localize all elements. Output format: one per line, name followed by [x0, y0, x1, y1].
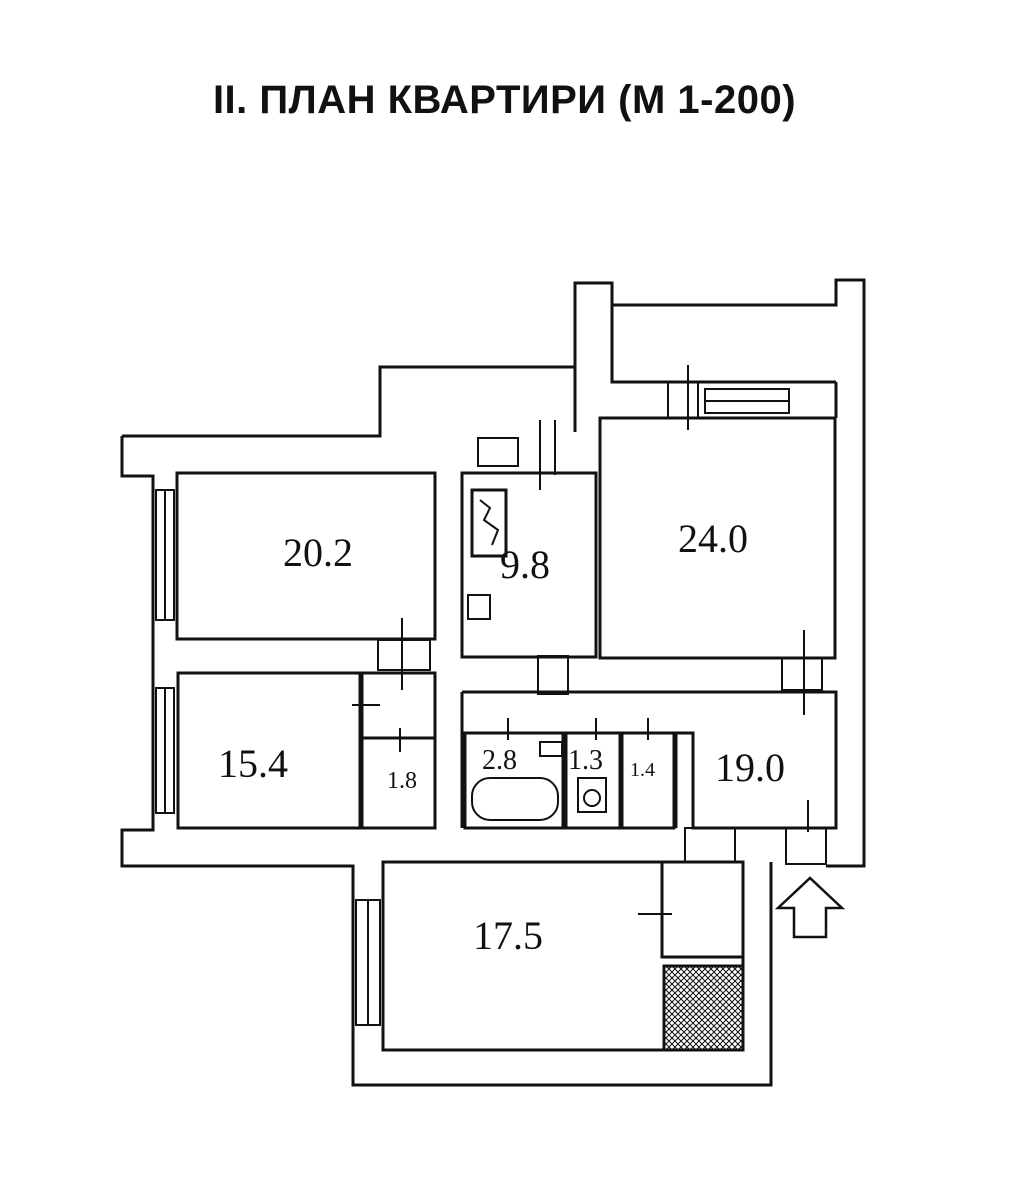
room-label: 15.4 [218, 741, 288, 786]
room-label: 1.4 [630, 759, 655, 781]
hatched-area [662, 964, 745, 1052]
room-label: 20.2 [283, 530, 353, 575]
doors [352, 365, 827, 915]
outer-walls [120, 278, 866, 1087]
room-24-0-outline [598, 416, 837, 660]
windows [155, 388, 790, 1026]
closet-17-5 [660, 860, 745, 959]
room-label: 2.8 [482, 745, 517, 776]
room-label: 24.0 [678, 516, 748, 561]
bathtub-icon [471, 777, 559, 821]
room-label: 9.8 [500, 542, 550, 587]
plan-title: II. ПЛАН КВАРТИРИ (М 1-200) [212, 78, 797, 122]
room-15-4-outline [176, 671, 362, 830]
entrance-arrow-icon [774, 876, 846, 939]
room-1-8-outline [360, 671, 437, 830]
sink-icon [467, 594, 491, 620]
room-9-8-outline [460, 471, 598, 659]
toilet-icon [577, 777, 607, 813]
room-label: 1.3 [568, 745, 603, 776]
room-label: 1.8 [387, 768, 417, 794]
stove-icon [470, 488, 508, 558]
room-label: 17.5 [473, 913, 543, 958]
room-20-2-outline [175, 471, 437, 641]
room-label: 19.0 [715, 745, 785, 790]
room-1-3-outline [564, 731, 622, 830]
room-2-8-outline [463, 731, 565, 830]
